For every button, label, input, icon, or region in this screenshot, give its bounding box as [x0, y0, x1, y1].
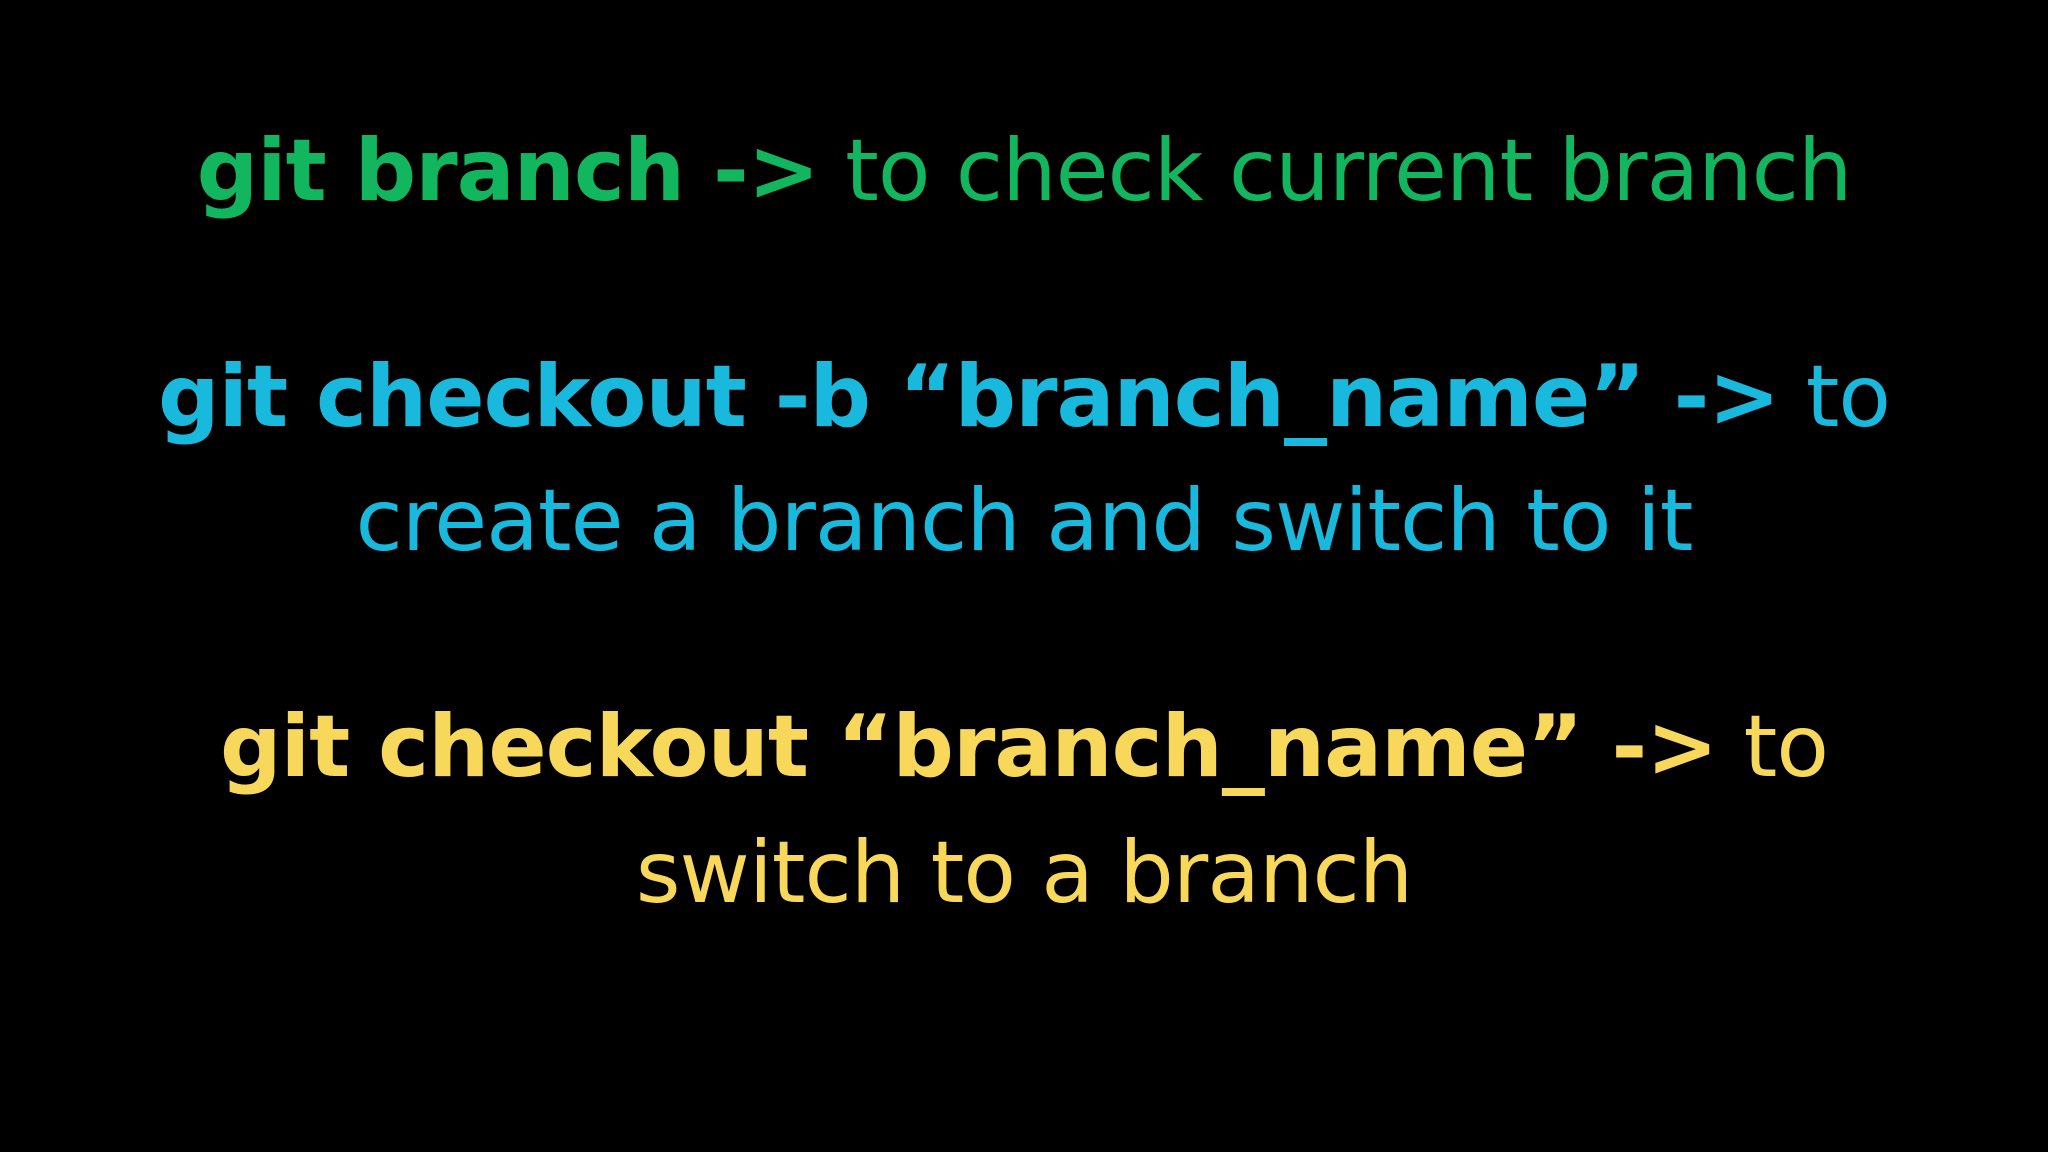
desc-git-checkout-part-2: switch to a branch	[635, 823, 1414, 923]
desc-git-branch: to check current branch	[845, 121, 1852, 221]
desc-git-checkout-part-1: to	[1743, 697, 1829, 797]
desc-git-checkout-b-part-2: create a branch and switch to it	[355, 471, 1694, 571]
item-checkout-b-line-2: create a branch and switch to it	[0, 478, 2048, 564]
desc-git-checkout-b-part-1: to	[1805, 347, 1891, 447]
command-git-branch: git branch ->	[196, 121, 820, 221]
command-git-checkout: git checkout “branch_name” ->	[220, 697, 1718, 797]
item-checkout-line-1: git checkout “branch_name” -> to	[0, 704, 2048, 790]
item-branch-line: git branch -> to check current branch	[0, 128, 2048, 214]
item-checkout-line-2: switch to a branch	[0, 830, 2048, 916]
item-checkout-b-line-1: git checkout -b “branch_name” -> to	[0, 354, 2048, 440]
command-git-checkout-b: git checkout -b “branch_name” ->	[157, 347, 1780, 447]
